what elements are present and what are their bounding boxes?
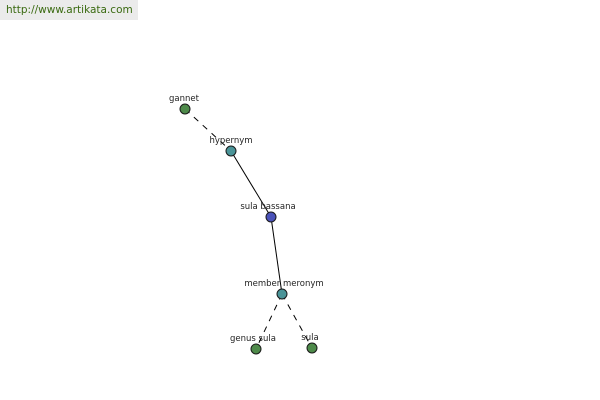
graph-nodes: gannet hypernym sula bassana member meronym… [169,94,324,355]
node-hypernym[interactable]: hypernym [209,136,253,157]
node-sula-bassana-dot[interactable] [265,211,277,223]
node-gannet-label[interactable]: gannet [169,94,200,104]
edge-gannet-to-hypernym [184,108,232,152]
node-genus-sula-dot[interactable] [250,343,262,355]
node-sula-dot[interactable] [306,342,318,354]
node-sula-label[interactable]: sula [301,333,318,343]
edge-member-meronym-to-sula [281,293,313,349]
node-gannet-dot[interactable] [179,103,191,115]
site-url-banner[interactable]: http://www.artikata.com [0,0,138,20]
node-member-meronym-label[interactable]: member meronym [244,279,323,289]
node-member-meronym-dot[interactable] [276,288,288,300]
node-gannet[interactable]: gannet [169,94,200,115]
node-genus-sula[interactable]: genus sula [230,334,276,355]
edge-member-meronym-to-genus-sula [255,293,283,350]
node-sula[interactable]: sula [301,333,319,354]
node-sula-bassana-label[interactable]: sula bassana [240,202,295,212]
node-sula-bassana[interactable]: sula bassana [240,202,296,223]
edge-hypernym-to-sula-bassana [230,150,272,218]
node-hypernym-dot[interactable] [225,145,237,157]
edge-sula-bassana-to-member-meronym [270,216,283,295]
graph-edges [184,108,313,350]
node-genus-sula-label[interactable]: genus sula [230,334,276,344]
node-hypernym-label[interactable]: hypernym [209,136,252,146]
node-member-meronym[interactable]: member meronym [244,279,324,300]
